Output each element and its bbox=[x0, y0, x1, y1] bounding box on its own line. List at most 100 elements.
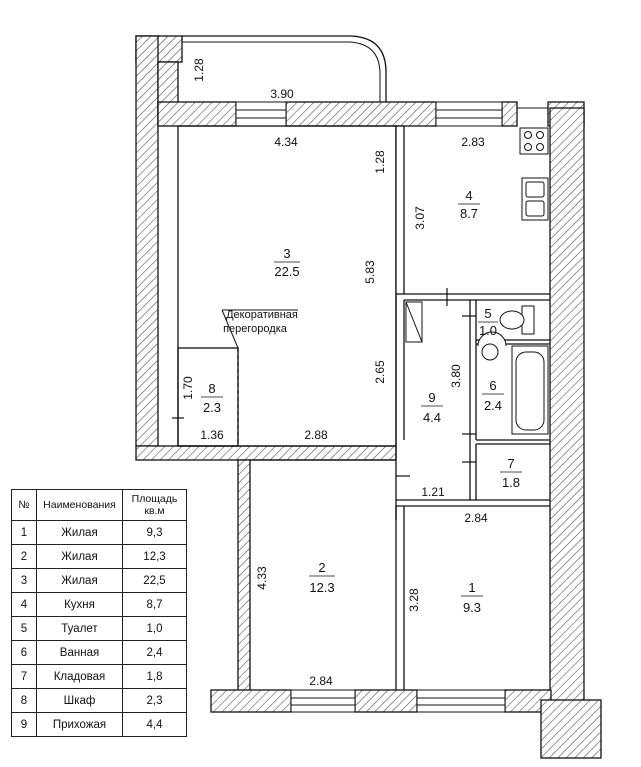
wall-left-upper bbox=[135, 35, 159, 447]
room1-number: 1 bbox=[468, 580, 475, 595]
row-number: 9 bbox=[11, 712, 37, 737]
wall-right bbox=[549, 107, 585, 734]
partition-note-line1: Декоративная bbox=[226, 309, 298, 321]
room4-number: 4 bbox=[465, 188, 472, 203]
header-area-line2: кв.м bbox=[144, 505, 165, 517]
room1-area: 9.3 bbox=[463, 600, 481, 615]
header-area: Площадь кв.м bbox=[122, 489, 187, 521]
fixtures bbox=[405, 127, 549, 435]
dim-room3-bottom: 2.88 bbox=[304, 428, 328, 442]
dim-room3-height: 5.83 bbox=[363, 260, 377, 284]
row-number: 3 bbox=[11, 568, 37, 593]
partition-note-line2: перегородка bbox=[223, 323, 288, 335]
row-area: 12,3 bbox=[122, 544, 187, 569]
header-name: Наименования bbox=[36, 489, 123, 521]
room4-area: 8.7 bbox=[460, 206, 478, 221]
balcony-outline bbox=[182, 35, 387, 102]
row-name: Кухня bbox=[36, 592, 123, 617]
row-area: 8,7 bbox=[122, 592, 187, 617]
room7-area: 1.8 bbox=[502, 475, 520, 490]
room9-number: 9 bbox=[428, 390, 435, 405]
room2-number: 2 bbox=[318, 560, 325, 575]
dim-room1-width: 2.84 bbox=[464, 511, 488, 525]
stove-icon bbox=[519, 127, 549, 155]
dim-room3-width: 4.34 bbox=[274, 135, 298, 149]
wall-bottom-corner bbox=[540, 699, 602, 759]
wall-top-middle bbox=[285, 101, 437, 127]
row-area: 2,3 bbox=[122, 688, 187, 713]
row-number: 2 bbox=[11, 544, 37, 569]
room8-number: 8 bbox=[208, 381, 215, 396]
room9-area: 4.4 bbox=[423, 410, 441, 425]
dim-closet-width: 1.36 bbox=[200, 428, 224, 442]
partitions bbox=[177, 125, 550, 690]
row-name: Жилая bbox=[36, 568, 123, 593]
dim-room1-height: 3.28 bbox=[407, 588, 421, 612]
window-room2 bbox=[290, 689, 356, 713]
row-area: 9,3 bbox=[122, 520, 187, 545]
dim-room4-width: 2.83 bbox=[461, 135, 485, 149]
wall-mid-horizontal bbox=[135, 445, 397, 461]
room3-number: 3 bbox=[283, 246, 290, 261]
header-area-line1: Площадь bbox=[131, 493, 178, 505]
windows bbox=[235, 101, 548, 713]
row-number: 4 bbox=[11, 592, 37, 617]
window-room4 bbox=[435, 101, 503, 127]
room3-area: 22.5 bbox=[274, 264, 299, 279]
dim-balcony-depth: 1.28 bbox=[192, 58, 206, 82]
toilet-icon bbox=[499, 305, 535, 335]
row-number: 8 bbox=[11, 688, 37, 713]
dim-hall-width: 1.21 bbox=[421, 485, 445, 499]
dim-closet-height: 1.70 bbox=[181, 376, 195, 400]
row-name: Шкаф bbox=[36, 688, 123, 713]
row-area: 4,4 bbox=[122, 712, 187, 737]
table-header-row: № Наименования Площадь кв.м bbox=[11, 489, 187, 521]
dim-room4-height: 3.07 bbox=[413, 206, 427, 230]
dim-room2-height: 4.33 bbox=[255, 566, 269, 590]
row-area: 1,8 bbox=[122, 664, 187, 689]
wall-top-left bbox=[157, 101, 237, 127]
row-number: 6 bbox=[11, 640, 37, 665]
wall-bottom-left bbox=[210, 689, 292, 713]
row-name: Жилая bbox=[36, 544, 123, 569]
room6-number: 6 bbox=[489, 378, 496, 393]
room8-area: 2.3 bbox=[203, 400, 221, 415]
wall-bottom-middle bbox=[354, 689, 418, 713]
room3-outline bbox=[177, 125, 397, 447]
row-name: Ванная bbox=[36, 640, 123, 665]
wall-left-room2 bbox=[237, 459, 251, 693]
room2-area: 12.3 bbox=[309, 580, 334, 595]
bathtub-icon bbox=[511, 345, 549, 435]
room5-area: 1.0 bbox=[479, 323, 497, 338]
room-labels: 3 22.5 4 8.7 5 1.0 6 2.4 7 1.8 9 4.4 8 2… bbox=[201, 188, 522, 615]
dim-room3-right-top: 1.28 bbox=[373, 150, 387, 174]
room6-area: 2.4 bbox=[484, 398, 502, 413]
dimension-labels: 1.28 3.90 4.34 1.28 5.83 2.65 2.88 1.70 … bbox=[181, 58, 488, 688]
row-name: Кладовая bbox=[36, 664, 123, 689]
row-number: 1 bbox=[11, 520, 37, 545]
window-room1 bbox=[416, 689, 506, 713]
dim-balcony-width: 3.90 bbox=[270, 87, 294, 101]
dim-hall-height: 3.80 bbox=[449, 364, 463, 388]
room5-number: 5 bbox=[484, 306, 491, 321]
room7-number: 7 bbox=[507, 456, 514, 471]
header-number: № bbox=[11, 489, 37, 521]
dim-room3-right-low: 2.65 bbox=[373, 360, 387, 384]
row-area: 1,0 bbox=[122, 616, 187, 641]
walls bbox=[135, 35, 602, 759]
row-area: 22,5 bbox=[122, 568, 187, 593]
row-number: 5 bbox=[11, 616, 37, 641]
dim-room2-width: 2.84 bbox=[309, 674, 333, 688]
row-number: 7 bbox=[11, 664, 37, 689]
